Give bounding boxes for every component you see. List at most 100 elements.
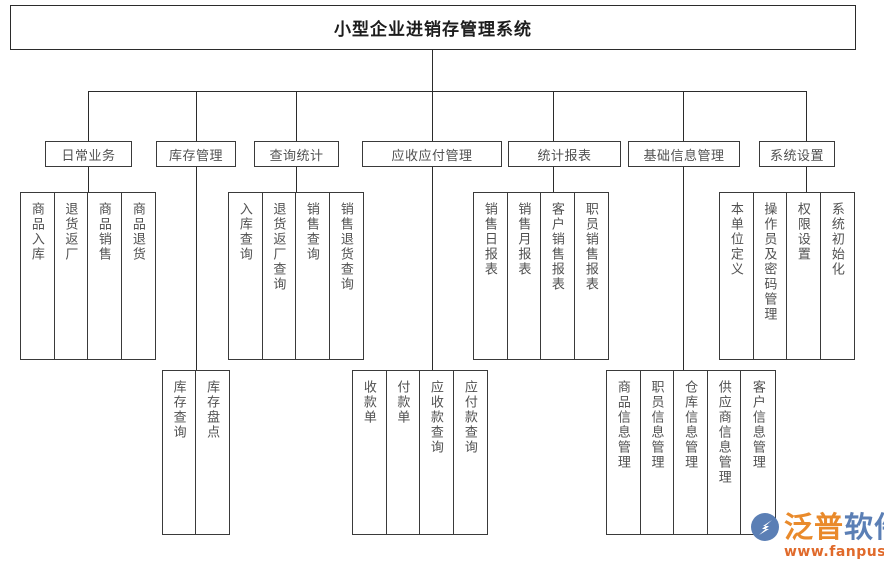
- leaf-item[interactable]: 操作员及密码管理: [754, 193, 787, 359]
- connector-bus-to-query: [296, 91, 297, 141]
- leaf-item[interactable]: 应付款查询: [454, 371, 487, 534]
- node-daily-business[interactable]: 日常业务: [45, 141, 132, 167]
- leaf-item[interactable]: 收款单: [353, 371, 387, 534]
- leafgroup-stock-management: 库存查询 库存盘点: [162, 370, 230, 535]
- connector-bus-to-daily: [88, 91, 89, 141]
- leaf-label: 职员销售报表: [583, 202, 599, 292]
- connector-bus-to-stock: [196, 91, 197, 141]
- node-label: 查询统计: [269, 147, 324, 163]
- leaf-item[interactable]: 付款单: [387, 371, 420, 534]
- connector-stock-drop: [196, 167, 197, 370]
- brand-second: 软件: [844, 509, 884, 544]
- leaf-item[interactable]: 本单位定义: [720, 193, 754, 359]
- node-system-settings[interactable]: 系统设置: [759, 141, 835, 167]
- leaf-label: 入库查询: [237, 202, 253, 262]
- connector-bus-to-payable: [432, 91, 433, 141]
- leaf-label: 商品退货: [130, 202, 146, 262]
- connector-bus-to-report: [553, 91, 554, 141]
- connector-basic-drop: [683, 167, 684, 370]
- leaf-item[interactable]: 商品信息管理: [607, 371, 641, 534]
- leaf-item[interactable]: 客户信息管理: [741, 371, 775, 534]
- root-node-system-title: 小型企业进销存管理系统: [10, 5, 856, 50]
- leaf-label: 销售日报表: [482, 202, 498, 277]
- leaf-item[interactable]: 系统初始化: [821, 193, 854, 359]
- leaf-item[interactable]: 退货返厂查询: [263, 193, 296, 359]
- leaf-label: 商品入库: [29, 202, 45, 262]
- leaf-label: 商品信息管理: [615, 380, 631, 470]
- leaf-label: 仓库信息管理: [683, 380, 699, 470]
- connector-bus-to-basic: [683, 91, 684, 141]
- connector-report-drop: [553, 167, 554, 192]
- page-title: 小型企业进销存管理系统: [334, 20, 532, 40]
- leaf-label: 付款单: [395, 380, 411, 425]
- leafgroup-system-settings: 本单位定义 操作员及密码管理 权限设置 系统初始化: [719, 192, 855, 360]
- leaf-item[interactable]: 商品退货: [122, 193, 155, 359]
- connector-system-drop: [806, 167, 807, 192]
- brand-name: 泛普软件: [784, 509, 884, 544]
- leaf-label: 库存查询: [171, 380, 187, 440]
- leaf-item[interactable]: 入库查询: [229, 193, 263, 359]
- leaf-label: 供应商信息管理: [716, 380, 732, 485]
- leaf-label: 操作员及密码管理: [762, 202, 778, 322]
- leaf-item[interactable]: 职员销售报表: [575, 193, 608, 359]
- leaf-label: 客户信息管理: [750, 380, 766, 470]
- connector-query-drop: [296, 167, 297, 192]
- leaf-item[interactable]: 库存盘点: [196, 371, 229, 534]
- leaf-item[interactable]: 仓库信息管理: [674, 371, 708, 534]
- leaf-item[interactable]: 销售查询: [296, 193, 330, 359]
- leaf-label: 销售查询: [304, 202, 320, 262]
- brand-url: www.fanpusoft.com: [784, 544, 884, 560]
- connector-bus-to-system: [806, 91, 807, 141]
- leaf-label: 退货返厂查询: [271, 202, 287, 292]
- node-query-statistics[interactable]: 查询统计: [254, 141, 339, 167]
- leaf-item[interactable]: 库存查询: [163, 371, 197, 534]
- leaf-label: 销售退货查询: [338, 202, 354, 292]
- leafgroup-receivable-payable: 收款单 付款单 应收款查询 应付款查询: [352, 370, 488, 535]
- leaf-item[interactable]: 商品入库: [21, 193, 55, 359]
- node-label: 应收应付管理: [391, 147, 473, 163]
- node-label: 日常业务: [61, 147, 116, 163]
- leaf-label: 客户销售报表: [549, 202, 565, 292]
- watermark-logo: 泛普软件 www.fanpusoft.com: [750, 512, 884, 560]
- leaf-item[interactable]: 客户销售报表: [541, 193, 575, 359]
- node-label: 库存管理: [168, 147, 223, 163]
- node-statistical-report[interactable]: 统计报表: [508, 141, 621, 167]
- leaf-item[interactable]: 销售日报表: [474, 193, 508, 359]
- connector-level2-bus: [88, 91, 806, 92]
- leaf-item[interactable]: 供应商信息管理: [708, 371, 742, 534]
- leaf-label: 系统初始化: [829, 202, 845, 277]
- connector-daily-drop: [88, 167, 89, 192]
- leafgroup-daily-business: 商品入库 退货返厂 商品销售 商品退货: [20, 192, 156, 360]
- node-label: 系统设置: [769, 147, 824, 163]
- leaf-label: 销售月报表: [516, 202, 532, 277]
- leaf-label: 收款单: [361, 380, 377, 425]
- leaf-item[interactable]: 权限设置: [787, 193, 821, 359]
- leaf-item[interactable]: 商品销售: [88, 193, 122, 359]
- leaf-label: 权限设置: [795, 202, 811, 262]
- leaf-item[interactable]: 应收款查询: [420, 371, 454, 534]
- connector-root-trunk: [432, 50, 433, 91]
- leaf-label: 应收款查询: [428, 380, 444, 455]
- leaf-label: 应付款查询: [462, 380, 478, 455]
- node-receivable-payable-management[interactable]: 应收应付管理: [362, 141, 502, 167]
- leaf-label: 库存盘点: [205, 380, 221, 440]
- brand-first: 泛普: [784, 509, 845, 544]
- leaf-item[interactable]: 销售退货查询: [330, 193, 363, 359]
- leaf-label: 商品销售: [96, 202, 112, 262]
- leaf-item[interactable]: 销售月报表: [508, 193, 541, 359]
- node-stock-management[interactable]: 库存管理: [156, 141, 236, 167]
- fanpu-logo-icon: [750, 512, 780, 542]
- connector-payable-drop: [432, 167, 433, 370]
- node-basic-information-management[interactable]: 基础信息管理: [628, 141, 740, 167]
- leaf-label: 职员信息管理: [649, 380, 665, 470]
- leaf-item[interactable]: 退货返厂: [55, 193, 88, 359]
- leaf-label: 退货返厂: [63, 202, 79, 262]
- node-label: 统计报表: [537, 147, 592, 163]
- leafgroup-statistical-report: 销售日报表 销售月报表 客户销售报表 职员销售报表: [473, 192, 609, 360]
- logo-row: 泛普软件: [750, 512, 884, 542]
- leafgroup-basic-information: 商品信息管理 职员信息管理 仓库信息管理 供应商信息管理 客户信息管理: [606, 370, 776, 535]
- leaf-item[interactable]: 职员信息管理: [641, 371, 675, 534]
- node-label: 基础信息管理: [643, 147, 725, 163]
- leaf-label: 本单位定义: [728, 202, 744, 277]
